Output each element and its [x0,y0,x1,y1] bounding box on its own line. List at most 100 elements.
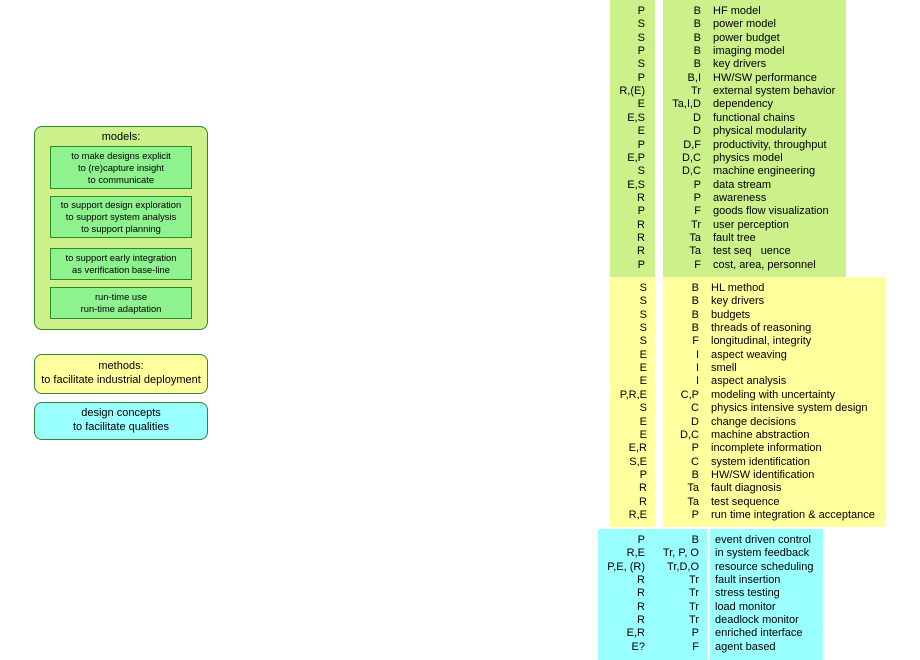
cell-role: S [637,18,645,31]
cell-topic: run time integration & acceptance [711,508,875,521]
cell-role: P [637,71,645,84]
cell-topic: imaging model [713,45,785,58]
cell-type: I [695,348,699,361]
models-item-line: to support planning [81,223,161,234]
cell-role: P [637,138,645,151]
cell-type: Ta [689,245,701,258]
cell-type: P [691,442,699,455]
cell-role: E,P [627,151,645,164]
cyan-col3-bg [710,529,823,660]
cell-type: Ta [687,495,699,508]
cell-topic: HL method [711,282,765,294]
cell-role: E,R [626,627,645,640]
cell-role: E,R [628,442,647,455]
design-concepts-subtitle: to facilitate qualities [73,421,169,433]
cell-role: P [637,45,645,58]
cell-role: R [639,482,647,495]
cell-type: D [693,125,701,138]
models-item-line: to (re)capture insight [78,161,164,173]
cell-topic: power model [713,18,776,31]
cell-role: R [637,218,645,231]
cell-type: Tr,D,O [667,560,699,573]
cell-topic: fault diagnosis [711,482,782,495]
cell-topic: key drivers [711,295,765,308]
cell-type: B,I [687,71,701,84]
models-item-exploration: to support design exploration to support… [50,196,192,238]
cell-topic: aspect analysis [711,375,787,388]
cell-type: B [691,468,699,481]
cell-topic: threads of reasoning [711,322,812,335]
cell-type: D,C [680,428,699,441]
cell-type: B [691,534,699,546]
cell-topic: awareness [713,191,767,204]
cell-type: D [693,111,701,124]
cell-type: F [692,335,699,348]
cell-role: P [639,468,647,481]
models-item-explicit: to make designs explicit to (re)capture … [50,146,192,189]
cell-role: R,E [626,547,645,560]
cell-type: Tr [689,587,699,600]
cell-role: P [637,258,645,271]
yellow-col2-bg [663,277,886,527]
cell-type: F [692,640,699,653]
cell-topic: resource scheduling [715,560,814,573]
models-title: models: [101,131,141,143]
models-item-line: as verification base-line [72,264,170,275]
cell-type: Tr [691,85,701,98]
cell-topic: aspect weaving [711,348,787,361]
cell-type: C [691,402,699,415]
models-item-line: to support system analysis [65,211,177,222]
cell-type: Tr, P, O [662,547,699,560]
cell-topic: physics intensive system design [711,402,868,415]
cell-role: S [637,58,645,71]
cell-topic: event driven control [715,534,811,546]
cell-topic: in system feedback [715,547,810,560]
cell-topic: machine abstraction [711,428,810,441]
yellow-col1-bg [610,277,655,527]
cell-type: Ta [687,482,699,495]
cell-type: B [691,295,699,308]
cell-topic: data stream [713,178,772,191]
cell-type: P [691,508,699,521]
cell-role: R [637,231,645,244]
cell-topic: cost, area, personnel [713,258,816,271]
cell-type: B [691,282,699,294]
cell-topic: machine engineering [713,165,816,178]
cell-role: E [637,98,645,111]
cell-topic: test seq uence [713,245,791,258]
cell-type: D [691,415,699,428]
cell-type: Ta [689,231,701,244]
cell-role: R [637,614,645,627]
design-concepts-box: design concepts to facilitate qualities [34,402,208,440]
cell-type: B [693,45,701,58]
cell-type: C,P [680,388,699,401]
cell-role: S [639,402,647,415]
cell-topic: deadlock monitor [715,614,799,627]
cell-role: S [639,295,647,308]
cell-type: B [693,58,701,71]
green-col2-bg [663,0,846,277]
models-item-line: run-time adaptation [80,303,162,314]
models-item-integration: to support early integration as verifica… [50,248,192,280]
cell-role: E [637,125,645,138]
cell-topic: enriched interface [715,627,803,640]
cell-role: P [637,205,645,218]
cell-topic: dependency [713,98,773,111]
models-item-line: to make designs explicit [71,149,171,161]
cell-topic: key drivers [713,58,767,71]
cell-type: P [693,191,701,204]
cell-type: Ta,I,D [672,98,701,111]
cell-topic: HF model [713,5,761,17]
cell-topic: HW/SW identification [711,468,815,481]
cell-topic: incomplete information [711,442,822,455]
cell-role: E [639,375,647,388]
cell-role: E,S [627,111,645,124]
cell-type: D,F [683,138,701,151]
cell-role: P,R,E [619,388,647,401]
cell-role: S [637,165,645,178]
cell-role: E [639,362,647,375]
cell-type: P [693,178,701,191]
cell-role: S [639,282,647,294]
cell-role: R [637,574,645,587]
cell-topic: HW/SW performance [713,71,817,84]
